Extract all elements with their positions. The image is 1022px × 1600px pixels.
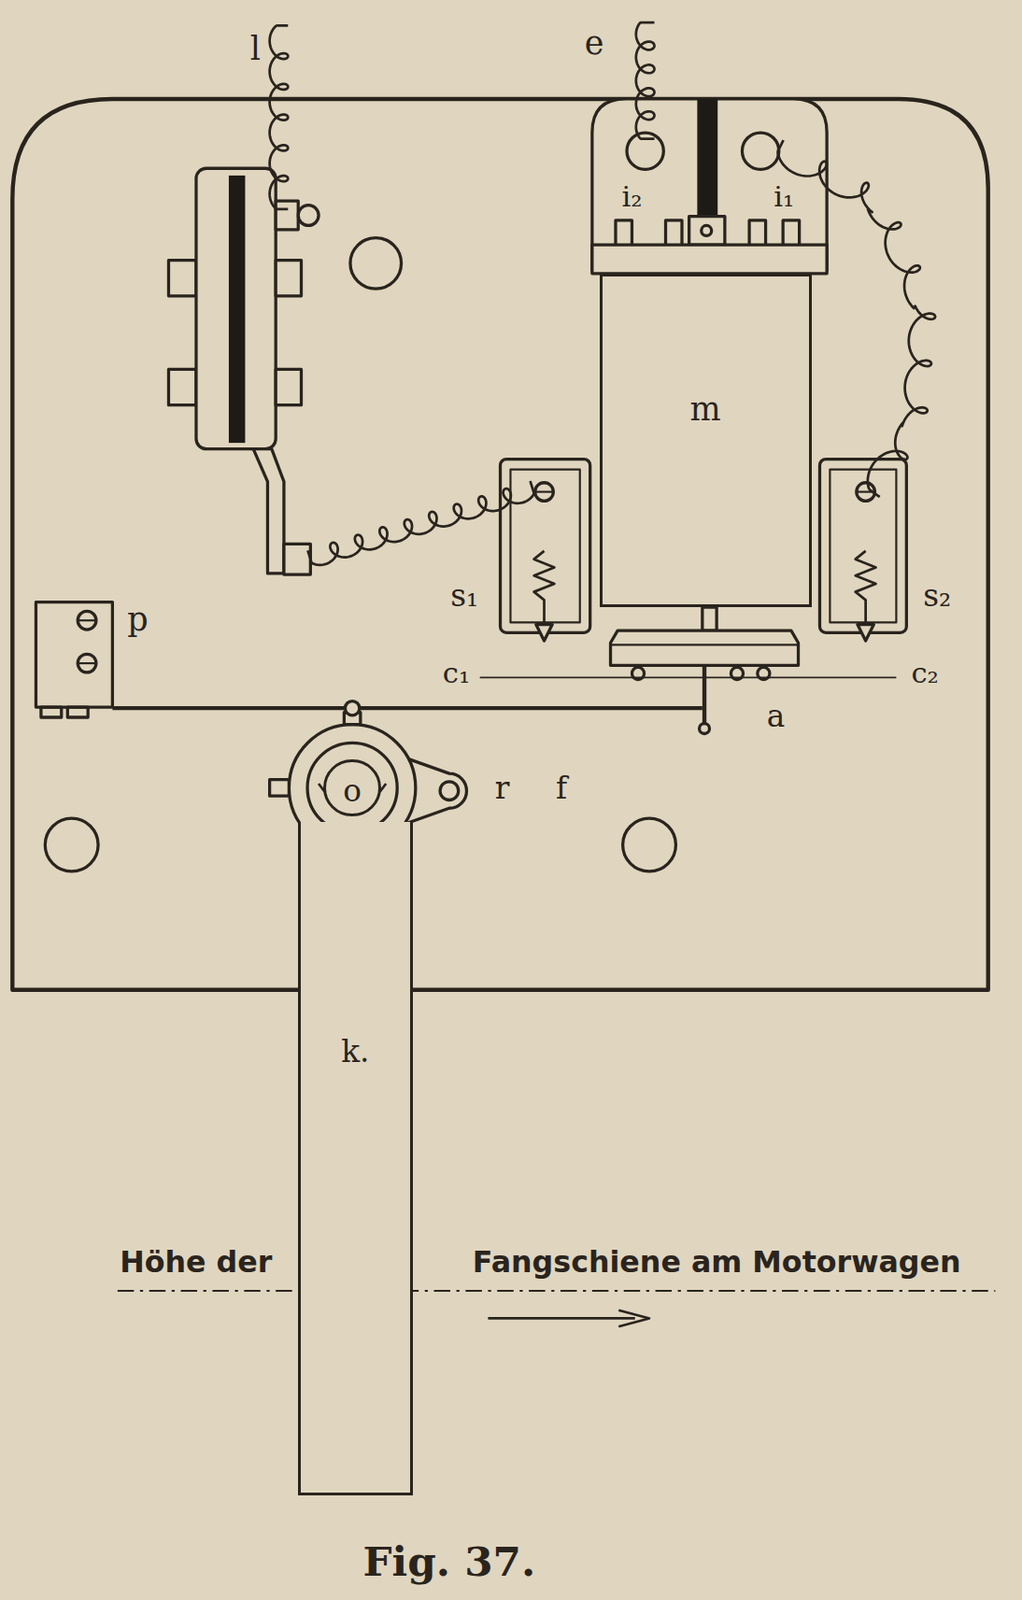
terminal-foot — [666, 220, 682, 247]
screw-slot — [536, 490, 553, 493]
part-letter: m — [690, 391, 722, 427]
nut — [275, 369, 301, 405]
screw-head — [344, 701, 359, 716]
hub-ring — [307, 742, 398, 833]
terminal-foot — [615, 220, 632, 247]
part-letter: o — [342, 774, 362, 809]
terminal-label: i₁ — [773, 181, 795, 213]
clamp-screw — [701, 225, 712, 236]
contact-point — [536, 624, 553, 641]
terminal-label: i₂ — [621, 181, 642, 213]
terminal-foot — [749, 220, 766, 247]
spring-clamp — [35, 602, 113, 709]
contact-label: s₂ — [922, 579, 952, 613]
nut — [168, 260, 196, 297]
bracket-screw — [535, 482, 554, 502]
base-plate — [12, 99, 988, 991]
armature-plate — [610, 630, 799, 666]
contact-label: s₁ — [450, 579, 479, 613]
lug-pin — [440, 781, 459, 801]
clamp — [689, 216, 725, 246]
nut — [168, 369, 196, 405]
armature-edge — [610, 643, 799, 646]
contact-line — [480, 677, 897, 680]
part-letter: p — [127, 601, 148, 638]
screw-slot — [78, 619, 95, 622]
coiled-wire — [269, 25, 289, 210]
wire-label: e — [584, 25, 605, 61]
part-letter: k. — [340, 1035, 370, 1069]
clamp-screw — [77, 653, 97, 673]
height-note: Fangschiene am Motorwagen — [472, 1245, 962, 1278]
contact-spring — [534, 551, 555, 623]
mounting-hole — [44, 818, 99, 872]
terminal-block — [196, 168, 276, 449]
terminal-screw — [741, 132, 779, 170]
contact-spring — [855, 551, 877, 623]
insulation-strip — [228, 175, 245, 443]
part-letter: a — [766, 699, 786, 734]
set-screw — [269, 780, 290, 796]
screw-slot — [78, 662, 95, 665]
clamp-foot — [67, 707, 88, 718]
contact-tip — [699, 723, 710, 735]
height-line — [117, 1290, 996, 1292]
height-note: Höhe der — [119, 1245, 272, 1278]
arrow-head — [618, 1310, 650, 1327]
screw-head — [298, 205, 319, 227]
contact-pin — [702, 665, 707, 727]
bracket-inner — [829, 469, 896, 624]
mounting-hole — [623, 818, 677, 872]
contact-point — [857, 624, 874, 641]
contact-bracket — [500, 459, 591, 634]
clamp-foot — [41, 707, 62, 718]
coiled-wire — [636, 22, 655, 140]
lever-arm: k. — [298, 822, 412, 1496]
part-letter: f — [555, 771, 568, 806]
contact-label: c₂ — [910, 657, 938, 690]
direction-arrow — [487, 1317, 635, 1321]
nut — [283, 543, 311, 575]
nut — [275, 200, 299, 230]
terminal-foot — [782, 220, 799, 247]
magnet-box: m — [599, 273, 812, 608]
figure-caption: Fig. 37. — [363, 1539, 537, 1585]
nut — [275, 260, 301, 297]
bracket-inner — [510, 469, 580, 624]
coiled-wire — [307, 481, 534, 566]
insulation-strip — [696, 99, 718, 220]
contact-label: c₁ — [442, 657, 470, 690]
shaft-circle: o — [323, 759, 381, 817]
armature-stem — [702, 607, 717, 631]
magnet-yoke — [592, 244, 827, 274]
part-letter: r — [495, 771, 511, 806]
wire-label: l — [250, 30, 261, 67]
mounting-hole — [350, 238, 402, 290]
flat-spring — [112, 706, 702, 710]
contact-bracket — [819, 459, 907, 634]
contact-strip — [253, 449, 284, 574]
clamp-screw — [77, 610, 97, 630]
